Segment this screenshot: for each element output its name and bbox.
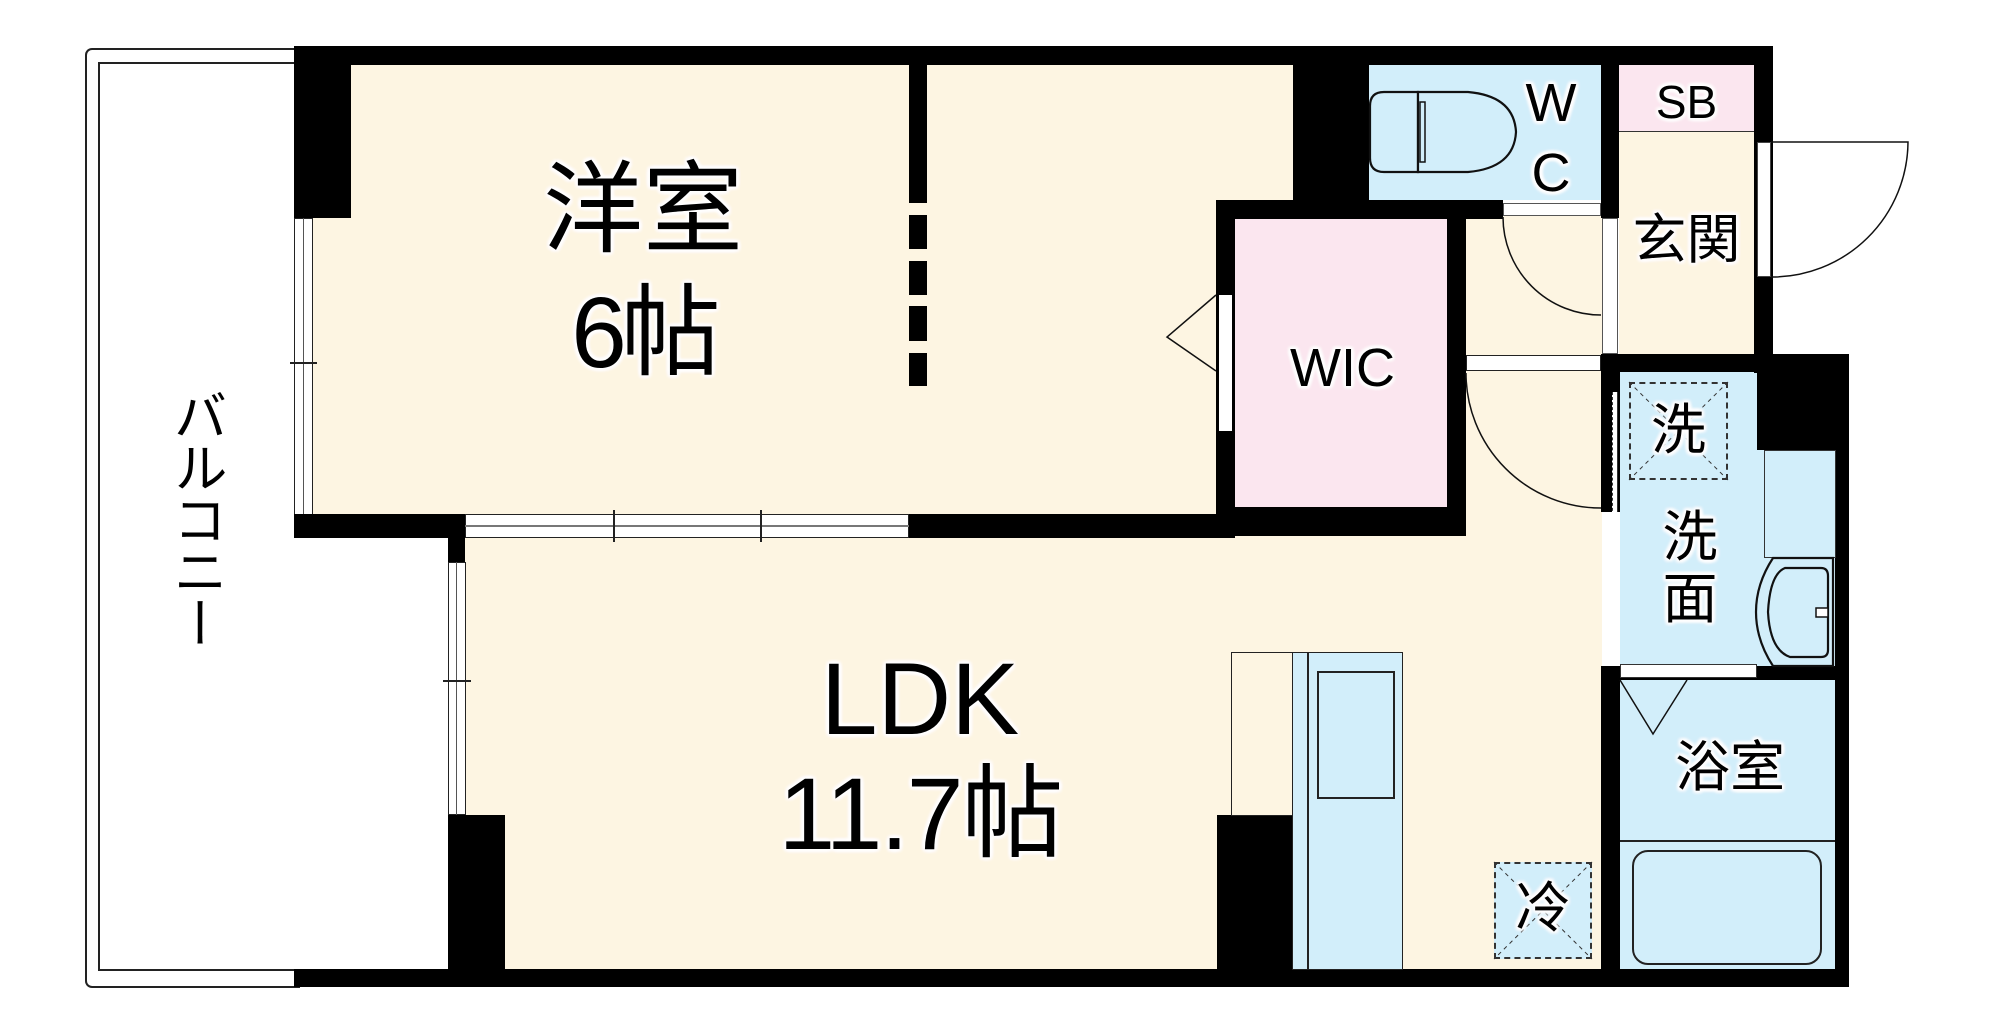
- partition-solid: [909, 65, 927, 203]
- window-western-room-tick: [290, 362, 317, 364]
- kitchen-sink: [1317, 671, 1395, 799]
- wall-pillar-top-left: [294, 46, 351, 218]
- wc-label-c: C: [1531, 143, 1571, 203]
- hall-door-swing: [1465, 372, 1602, 509]
- wall-wic-bottom: [1216, 507, 1466, 536]
- wall-wc-sb: [1601, 46, 1619, 218]
- partition-dash-4: [909, 353, 927, 386]
- wic-door-opening: [1219, 295, 1232, 431]
- fridge-label: 冷: [1515, 877, 1571, 939]
- hallway-floor: [1466, 216, 1602, 536]
- window-ldk-mid: [456, 562, 457, 815]
- kitchen-counter: [1292, 652, 1403, 970]
- pan-diagonals: [1493, 381, 1729, 960]
- bathroom-label: 浴室: [1674, 736, 1785, 798]
- entrance-step-opening: [1602, 218, 1618, 354]
- wall-wic-right: [1447, 200, 1466, 536]
- western-room-size: 6帖: [571, 277, 721, 389]
- wic-label: WIC: [1290, 338, 1395, 398]
- balcony-inner-line: [98, 62, 298, 971]
- ldk-right-opening: [1602, 512, 1618, 667]
- wall-pillar-bottom-left: [448, 815, 505, 987]
- window-ldk-tick: [443, 680, 471, 682]
- wall-middle-left: [294, 514, 465, 538]
- western-room-label: 洋室: [543, 154, 743, 266]
- washroom-label-1: 洗: [1662, 506, 1718, 568]
- entrance-door-swing: [1770, 141, 1909, 278]
- wic-door-triangle: [1165, 294, 1217, 372]
- kitchen-counter-edge: [1307, 652, 1309, 970]
- wall-middle-right: [909, 514, 1235, 538]
- hall-door-opening: [1466, 355, 1601, 371]
- western-room-floor: [313, 65, 1319, 516]
- wc-door-opening: [1503, 203, 1601, 216]
- washing-machine-label: 洗: [1650, 399, 1706, 461]
- partition-dash-2: [909, 261, 927, 295]
- bath-door-triangle: [1619, 679, 1688, 736]
- bathtub: [1632, 850, 1822, 965]
- wall-ldk-right-lower: [1601, 666, 1620, 987]
- wall-wic-top: [1216, 200, 1466, 219]
- ldk-size: 11.7帖: [778, 757, 1064, 871]
- window-ldk: [448, 562, 466, 815]
- wall-block-wc-left: [1293, 46, 1369, 219]
- balcony: [85, 48, 300, 988]
- washbasin-icon: [1754, 556, 1835, 668]
- bath-door-opening: [1620, 664, 1757, 678]
- washing-machine-pan: [1629, 382, 1728, 480]
- entrance-floor: [1619, 132, 1754, 354]
- balcony-label: バルコニー: [165, 388, 225, 648]
- wall-washroom-block: [1757, 354, 1849, 450]
- wc-door-swing: [1502, 216, 1602, 316]
- wall-pillar-kitchen: [1217, 815, 1292, 987]
- wic-floor: [1235, 219, 1447, 507]
- bath-divider: [1620, 840, 1835, 842]
- ldk-label: LDK: [820, 642, 1020, 756]
- wc-label-w: W: [1525, 73, 1577, 133]
- wall-top: [294, 46, 1773, 65]
- washroom-label-2: 面: [1662, 568, 1718, 630]
- sliding-door-tick-1: [613, 510, 615, 542]
- sliding-door-western-ldk-mid: [465, 525, 909, 527]
- window-western-room-mid: [303, 218, 304, 516]
- sliding-door-tick-2: [760, 510, 762, 542]
- shoe-box-floor: [1619, 65, 1754, 132]
- partition-dash-3: [909, 306, 927, 341]
- entrance-door-opening: [1757, 142, 1771, 277]
- partition-dash-1: [909, 215, 927, 249]
- toilet-icon: [1368, 90, 1518, 174]
- ldk-floor: [465, 536, 1605, 970]
- entrance-label: 玄関: [1632, 210, 1741, 270]
- wall-middle-stub: [448, 514, 465, 562]
- bathroom-floor: [1620, 679, 1835, 972]
- shoe-box-label: SB: [1655, 76, 1718, 128]
- wall-bottom: [294, 969, 1849, 987]
